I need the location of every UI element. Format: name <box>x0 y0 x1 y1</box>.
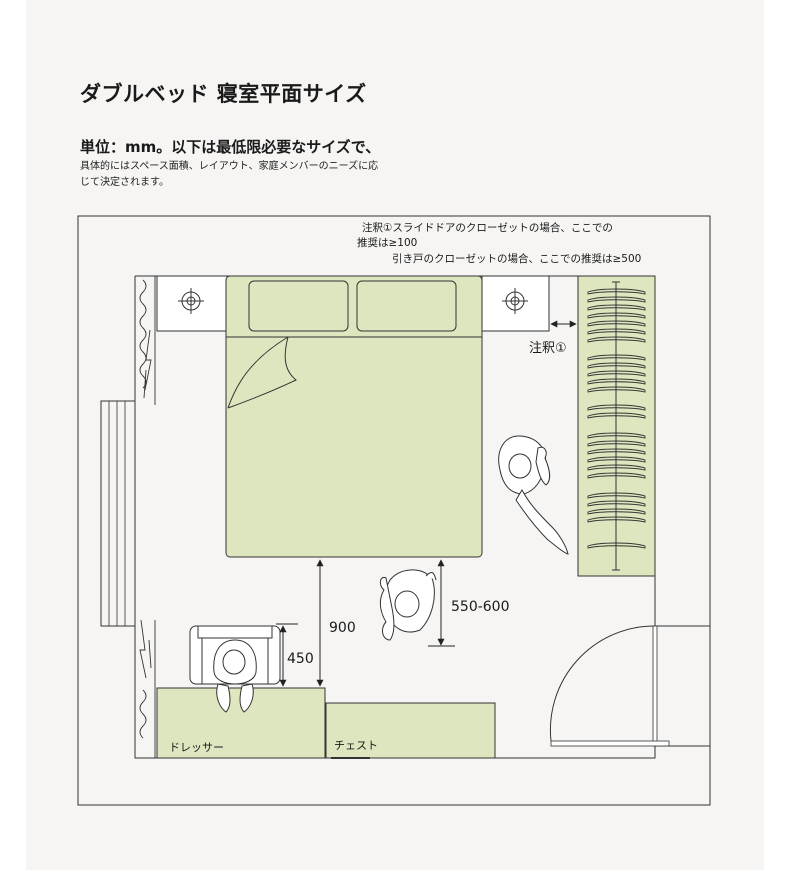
nightstand-left <box>156 275 228 332</box>
hanger <box>587 464 646 471</box>
dresser-label: ドレッサー <box>169 741 224 754</box>
hanger <box>587 542 646 549</box>
note-line-2: 推奨は≥100 <box>357 236 417 249</box>
clothes-hangers <box>587 288 646 549</box>
hanger <box>587 354 646 361</box>
dimension-450 <box>276 623 298 687</box>
hanger <box>587 516 646 523</box>
wardrobe <box>577 275 656 577</box>
dimension-label-450: 450 <box>287 651 314 667</box>
hanger <box>587 312 646 319</box>
person-standing <box>498 435 569 555</box>
page-title: ダブルベッド 寝室平面サイズ <box>80 82 367 106</box>
unit-description: 単位：mm。以下は最低限必要なサイズで、 <box>80 138 381 156</box>
note-line-1: 注釈①スライドドアのクローゼットの場合、ここでの <box>362 221 613 234</box>
hanger <box>587 500 646 507</box>
hanger <box>587 370 646 377</box>
nightstand-right <box>481 275 550 332</box>
note-marker-label: 注釈① <box>529 341 567 356</box>
hanger <box>587 378 646 385</box>
curtain-bottom <box>139 619 156 758</box>
door <box>549 625 670 747</box>
description-line-3: じて決定されます。 <box>80 177 169 188</box>
note-line-3: 引き戸のクローゼットの場合、ここでの推奨は≥500 <box>392 252 641 265</box>
hanger <box>587 362 646 369</box>
chest-label: チェスト <box>334 739 378 752</box>
hanger <box>587 320 646 327</box>
person-seated <box>213 639 257 713</box>
hanger <box>587 508 646 515</box>
dimension-550-600 <box>428 559 455 647</box>
hanger <box>587 432 646 439</box>
hanger <box>587 492 646 499</box>
hanger <box>587 336 646 343</box>
hanger <box>587 412 646 419</box>
hanger <box>587 456 646 463</box>
hanger <box>587 472 646 479</box>
hanger <box>587 328 646 335</box>
person-walking <box>379 569 437 641</box>
hanger <box>587 288 646 295</box>
double-bed <box>225 275 483 558</box>
outer-frame <box>77 215 711 806</box>
hanger <box>587 386 646 393</box>
dimension-label-900: 900 <box>329 620 356 636</box>
curtain-top <box>139 276 156 405</box>
hanger <box>587 448 646 455</box>
hanger <box>587 296 646 303</box>
hanger <box>587 440 646 447</box>
window <box>100 400 136 627</box>
hanger <box>587 304 646 311</box>
hanger <box>587 404 646 411</box>
description-line-2: 具体的にはスペース面積、レイアウト、家庭メンバーのニーズに応 <box>80 161 379 172</box>
dimension-label-550-600: 550-600 <box>451 599 510 615</box>
chest <box>325 702 496 759</box>
